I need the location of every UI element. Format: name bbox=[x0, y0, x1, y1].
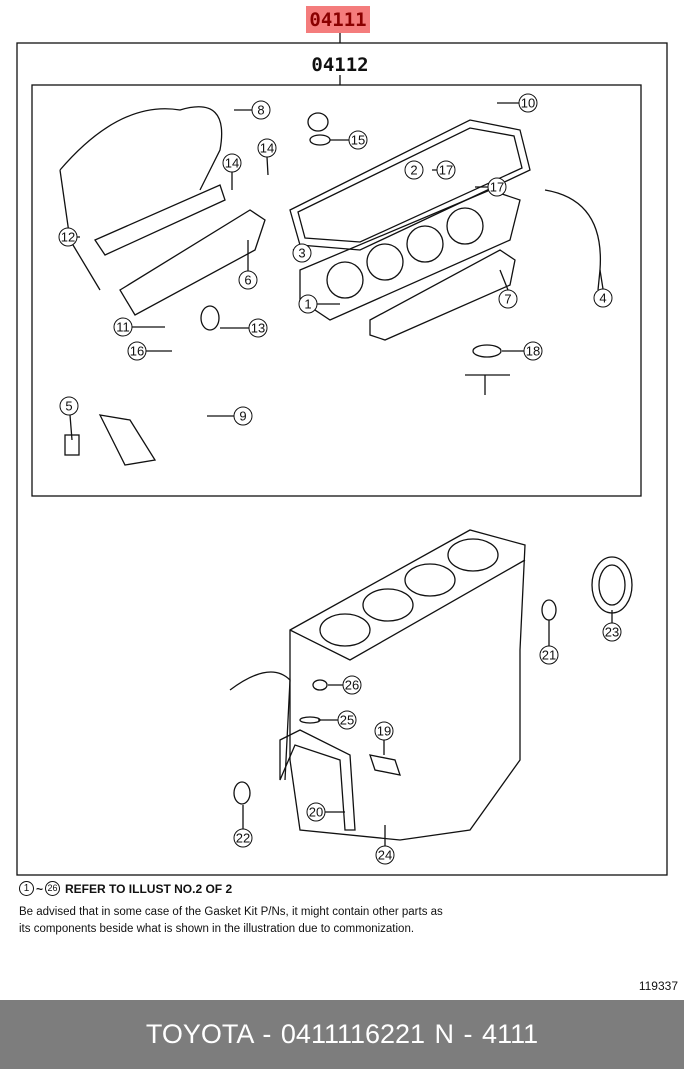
advisory-line-2: its components beside what is shown in t… bbox=[19, 923, 415, 935]
callout-5[interactable]: 5 bbox=[59, 396, 79, 416]
callout-11[interactable]: 11 bbox=[113, 317, 133, 337]
callout-22[interactable]: 22 bbox=[233, 828, 253, 848]
callout-9[interactable]: 9 bbox=[233, 406, 253, 426]
callout-1[interactable]: 1 bbox=[298, 294, 318, 314]
callout-24[interactable]: 24 bbox=[375, 845, 395, 865]
inner-frame bbox=[31, 84, 642, 497]
range-start-callout: 1 bbox=[19, 881, 34, 896]
exhaust-manifold-gasket bbox=[369, 249, 516, 341]
callout-17[interactable]: 17 bbox=[487, 177, 507, 197]
callout-19[interactable]: 19 bbox=[374, 721, 394, 741]
range-end-callout: 26 bbox=[45, 881, 61, 896]
callout-14[interactable]: 14 bbox=[222, 153, 242, 173]
callout-16[interactable]: 16 bbox=[127, 341, 147, 361]
engine-block-outline bbox=[289, 529, 526, 841]
outer-frame bbox=[16, 42, 668, 876]
callout-20[interactable]: 20 bbox=[306, 802, 326, 822]
callout-25[interactable]: 25 bbox=[337, 710, 357, 730]
callout-4[interactable]: 4 bbox=[593, 288, 613, 308]
callout-13[interactable]: 13 bbox=[248, 318, 268, 338]
oil-pipe-gasket bbox=[98, 414, 157, 466]
assembly-code-label[interactable]: 04111 bbox=[306, 6, 370, 33]
callout-18[interactable]: 18 bbox=[523, 341, 543, 361]
callout-21[interactable]: 21 bbox=[539, 645, 559, 665]
housing-outline bbox=[59, 106, 223, 291]
refer-text: REFER TO ILLUST NO.2 OF 2 bbox=[65, 881, 233, 896]
callout-23[interactable]: 23 bbox=[602, 622, 622, 642]
callout-7[interactable]: 7 bbox=[498, 289, 518, 309]
callout-8[interactable]: 8 bbox=[251, 100, 271, 120]
timing-cover-gasket bbox=[544, 189, 602, 291]
callout-2[interactable]: 2 bbox=[404, 160, 424, 180]
footer-bar: TOYOTA - 0411116221 N - 4111 bbox=[0, 1000, 684, 1069]
callout-12[interactable]: 12 bbox=[58, 227, 78, 247]
tilde: ~ bbox=[36, 881, 44, 896]
sub-assembly-code-label: 04112 bbox=[311, 54, 369, 76]
callout-17[interactable]: 17 bbox=[436, 160, 456, 180]
callout-15[interactable]: 15 bbox=[348, 130, 368, 150]
figure-id: 119337 bbox=[638, 979, 678, 993]
intake-manifold-gasket bbox=[119, 209, 266, 316]
refer-note: 1 ~ 26 REFER TO ILLUST NO.2 OF 2 bbox=[19, 881, 232, 896]
callout-6[interactable]: 6 bbox=[238, 270, 258, 290]
exploded-parts-illustration bbox=[16, 33, 668, 876]
callout-3[interactable]: 3 bbox=[292, 243, 312, 263]
callout-10[interactable]: 10 bbox=[518, 93, 538, 113]
callout-26[interactable]: 26 bbox=[342, 675, 362, 695]
advisory-line-1: Be advised that in some case of the Gask… bbox=[19, 906, 443, 918]
callout-14[interactable]: 14 bbox=[257, 138, 277, 158]
